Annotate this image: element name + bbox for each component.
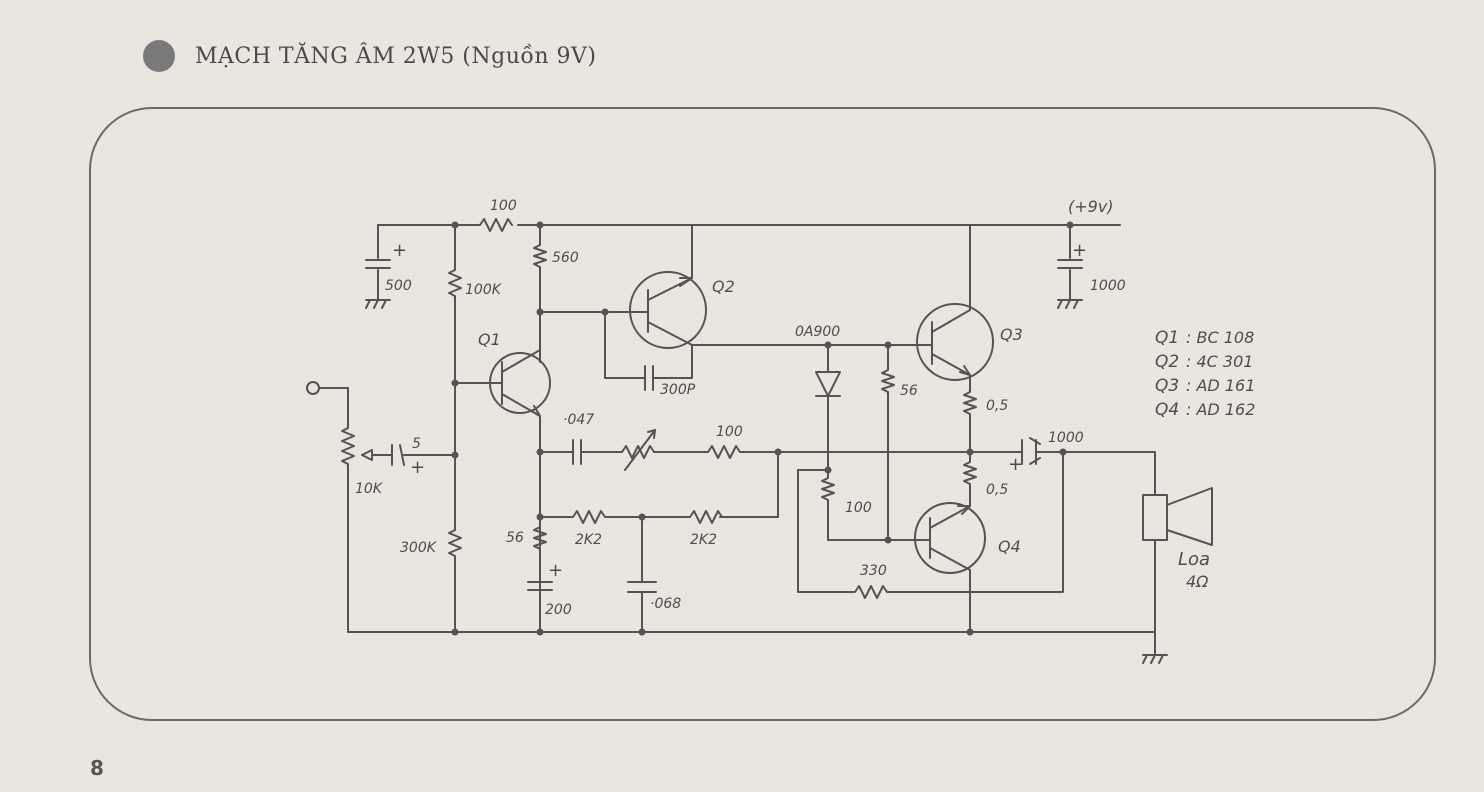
resistor-10k-pot: [318, 387, 1156, 633]
resistor-330: [797, 451, 1064, 599]
page-title: MẠCH TĂNG ÂM 2W5 (Nguồn 9V): [195, 43, 597, 69]
label-q4: Q4: [998, 537, 1021, 556]
label-r300k: 300K: [400, 540, 438, 556]
feedback-network: [539, 439, 779, 518]
q4-emitter-arrow: [957, 505, 971, 515]
capacitor-300p: [604, 311, 693, 391]
q2-leads: [647, 224, 889, 346]
resistor-560: [533, 224, 547, 363]
label-r05-top: 0,5: [986, 398, 1008, 414]
plus-c500: +: [392, 240, 407, 261]
parts-q1-value: : BC 108: [1186, 328, 1254, 347]
capacitor-1000-supply: [1057, 224, 1083, 309]
plus-c5: +: [410, 457, 425, 478]
bullet-dot: [143, 40, 175, 72]
parts-q4-ref: Q4: [1155, 400, 1179, 420]
transistor-q3: [916, 303, 994, 381]
label-r10k: 10K: [355, 481, 384, 497]
page-number: 8: [90, 756, 104, 780]
capacitor-068: [627, 516, 657, 633]
parts-q2-ref: Q2: [1155, 352, 1179, 372]
label-r56-low: 56: [506, 530, 524, 546]
label-r56-mid: 56: [900, 383, 918, 399]
label-r330: 330: [860, 563, 887, 579]
q4-leads: [929, 495, 971, 633]
capacitor-500: [365, 224, 391, 309]
label-speaker: Loa: [1178, 549, 1210, 570]
parts-q1-ref: Q1: [1155, 328, 1179, 348]
transistor-q4: [914, 502, 986, 574]
parts-q3-ref: Q3: [1155, 376, 1179, 396]
parts-q2-value: : 4C 301: [1186, 352, 1253, 371]
label-r100-fb: 100: [716, 424, 743, 440]
resistor-100-bias: [821, 469, 931, 541]
label-c300p: 300P: [660, 382, 696, 398]
label-c068: ·068: [650, 596, 681, 612]
label-r100-bias: 100: [845, 500, 872, 516]
label-r05-bottom: 0,5: [986, 482, 1008, 498]
resistors-0-5: [963, 374, 977, 497]
label-c500: 500: [385, 278, 412, 294]
q1-emitter-arrow: [529, 405, 541, 417]
parts-list: Q1 : BC 108 Q2 : 4C 301 Q3 : AD 161 Q4 :…: [1155, 328, 1255, 420]
label-supply: (+9v): [1068, 197, 1114, 216]
label-r560: 560: [552, 250, 579, 266]
label-q3: Q3: [1000, 325, 1023, 344]
label-speaker-imp: 4Ω: [1186, 572, 1209, 591]
label-q1: Q1: [478, 330, 501, 349]
speaker-magnet: [1142, 494, 1168, 541]
junction-dots: [451, 221, 1074, 636]
label-r100-top: 100: [490, 198, 517, 214]
resistor-100k-300k-chain: [448, 224, 462, 633]
plus-c1000: +: [1072, 240, 1087, 261]
parts-q4-value: : AD 162: [1186, 400, 1255, 419]
label-r2k2-b: 2K2: [690, 532, 717, 548]
transistor-q2: [629, 271, 707, 349]
label-diode: 0A900: [795, 324, 840, 340]
resistor-56-mid: [881, 344, 895, 541]
label-c5: 5: [412, 436, 421, 452]
resistor-100-top: [479, 218, 513, 232]
plus-c200: +: [548, 560, 563, 581]
label-r100k: 100K: [465, 282, 503, 298]
output-capacitor-1000: [777, 437, 1156, 496]
label-c047: ·047: [563, 412, 594, 428]
trimmer-arrow: [624, 429, 656, 471]
speaker-icon: [1166, 487, 1213, 546]
title-row: MẠCH TĂNG ÂM 2W5 (Nguồn 9V): [143, 40, 597, 72]
diode-0a900: [815, 344, 841, 471]
resistors-2k2: [539, 510, 723, 524]
label-c1000-out: 1000: [1048, 430, 1084, 446]
ground-symbol: [1142, 539, 1168, 664]
q1-leads: [454, 311, 541, 633]
q2-emitter-arrow: [679, 277, 693, 287]
label-c200: 200: [545, 602, 572, 618]
label-c1000-top: 1000: [1090, 278, 1126, 294]
label-q2: Q2: [712, 277, 735, 296]
resistor-56-cap-200: [527, 516, 553, 633]
parts-q3-value: : AD 161: [1186, 376, 1255, 395]
input-jack: [306, 381, 320, 395]
diagram-frame: [89, 107, 1436, 721]
label-r2k2-a: 2K2: [575, 532, 602, 548]
capacitor-5: [361, 444, 456, 466]
q3-leads: [887, 224, 971, 376]
plus-c1000-out: +: [1008, 454, 1023, 475]
